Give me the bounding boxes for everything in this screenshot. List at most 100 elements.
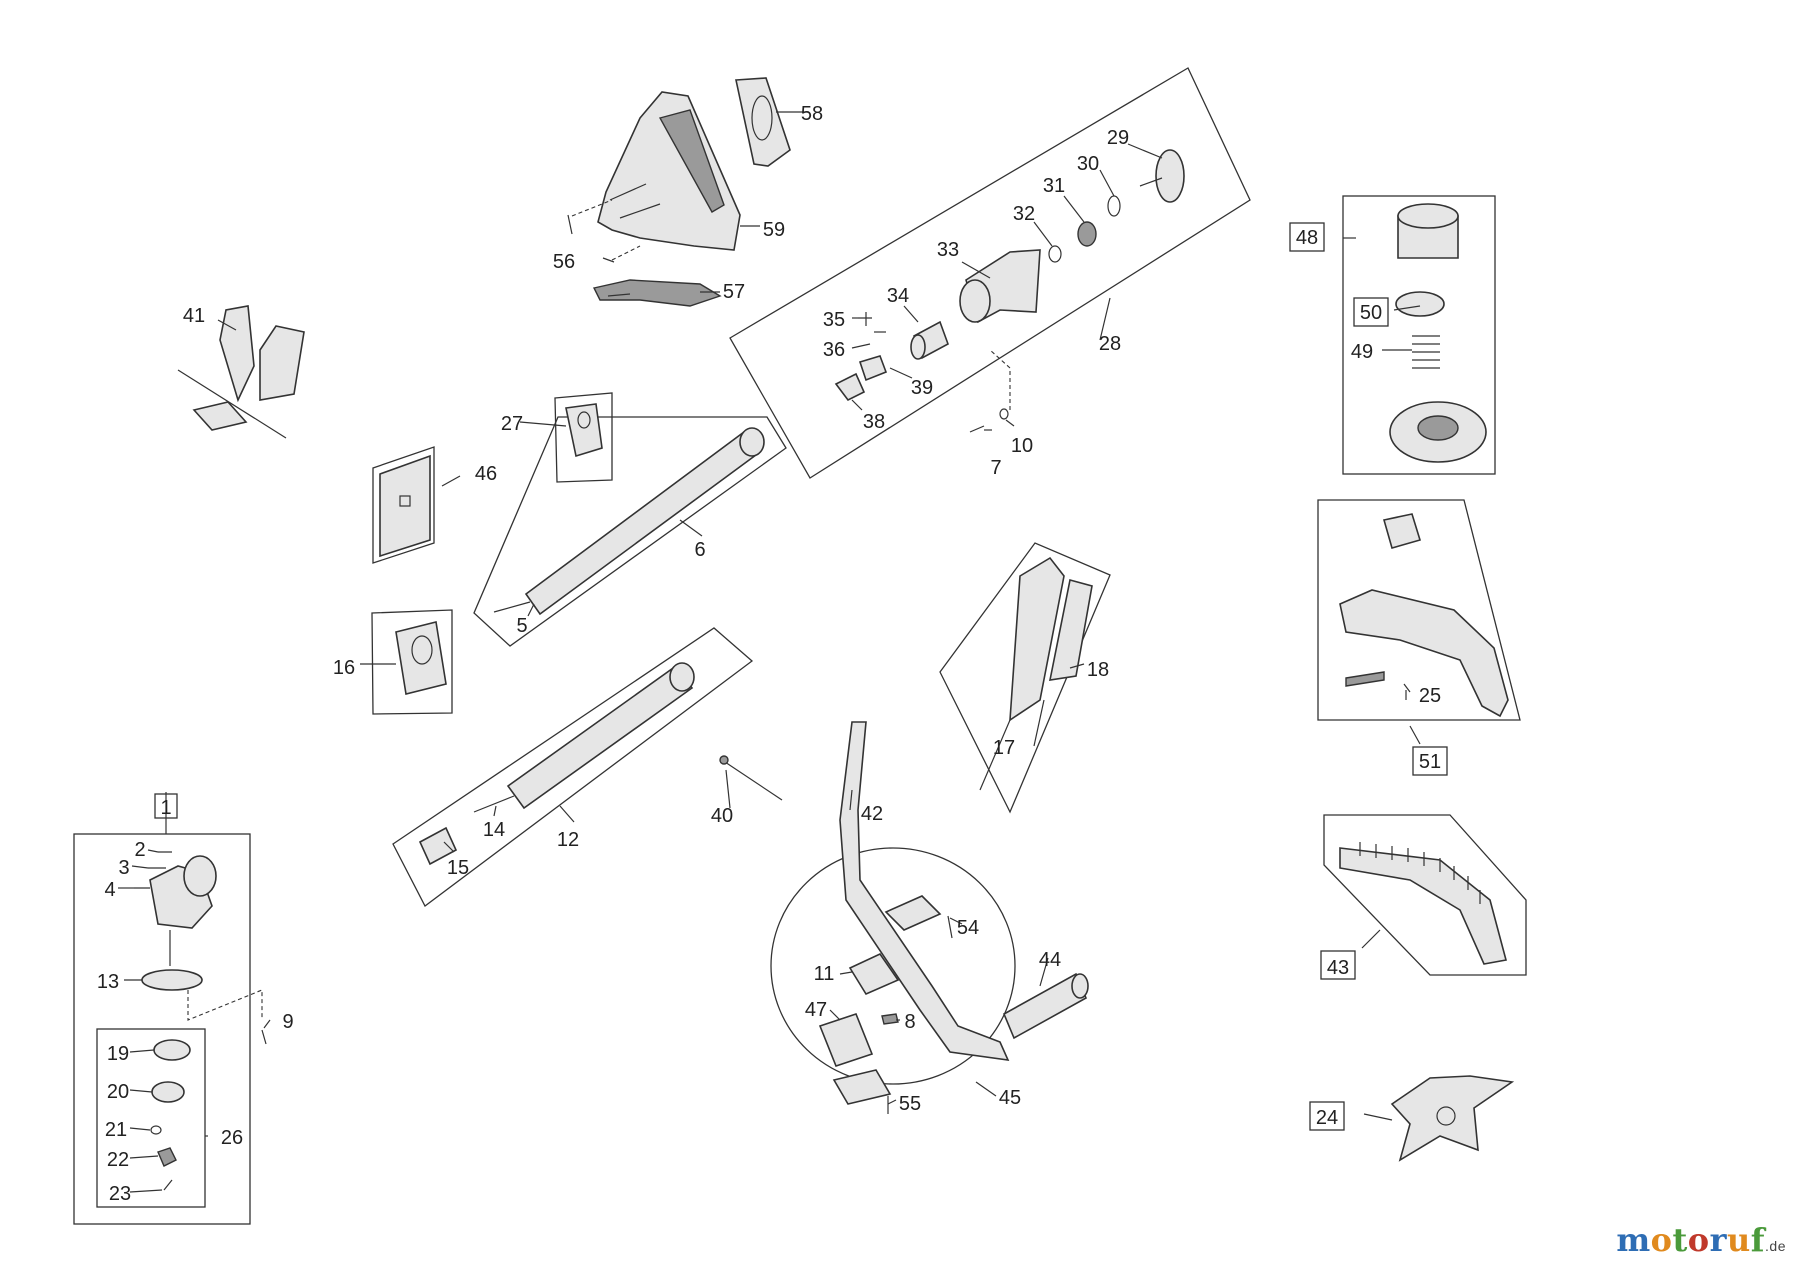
label-39: 39	[911, 377, 933, 399]
label-44: 44	[1039, 949, 1061, 971]
label-47: 47	[805, 999, 827, 1021]
label-21: 21	[105, 1119, 127, 1141]
label-13: 13	[97, 971, 119, 993]
label-9: 9	[282, 1011, 293, 1033]
harness-strap-left	[219, 305, 255, 403]
trimmer-head-group-box	[1342, 195, 1496, 475]
gasket	[735, 77, 791, 167]
upper-shaft-end	[739, 427, 765, 457]
throttle-cable-17	[979, 719, 1011, 791]
harness-pad	[192, 401, 248, 431]
clamp-27-hole	[577, 411, 591, 429]
label-50: 50	[1360, 302, 1382, 324]
shaft-group-box-lower	[392, 627, 754, 907]
label-19: 19	[107, 1043, 129, 1065]
label-27: 27	[501, 413, 523, 435]
cup-20	[151, 1081, 185, 1103]
harness-rod	[177, 369, 287, 439]
watermark-letter: u	[1727, 1221, 1751, 1259]
watermark-suffix: .de	[1765, 1238, 1786, 1254]
three-tooth-blade	[1390, 1075, 1515, 1162]
clamp-27	[565, 403, 603, 458]
guard-plate	[1345, 671, 1385, 687]
bearing-31	[1077, 221, 1097, 247]
label-32: 32	[1013, 203, 1035, 225]
spool-cover-top	[1397, 203, 1459, 229]
throttle-handle	[1009, 556, 1065, 722]
clamp-16-box	[371, 609, 453, 715]
label-26: 26	[221, 1127, 243, 1149]
nut-22	[157, 1147, 177, 1167]
label-14: 14	[483, 819, 505, 841]
label-box-48	[1289, 222, 1325, 252]
engine-group-box	[729, 67, 1251, 479]
label-56: 56	[553, 251, 575, 273]
screw-9-guide	[187, 989, 263, 1021]
guard-extension-teeth	[1359, 842, 1481, 904]
label-28: 28	[1099, 333, 1121, 355]
label-3: 3	[118, 857, 129, 879]
clutch-housing-mouth	[959, 279, 991, 323]
clutch-drum	[1155, 149, 1185, 203]
pin-23	[163, 1179, 173, 1191]
label-16: 16	[333, 657, 355, 679]
cable-tie-head	[719, 755, 729, 765]
label-2: 2	[134, 839, 145, 861]
screws-56	[567, 214, 615, 263]
drive-shaft-5	[493, 601, 531, 613]
gasket-hole	[751, 95, 773, 141]
watermark-letter: m	[1616, 1221, 1651, 1259]
guard-clamp	[1382, 513, 1422, 549]
plate-46-slot	[399, 495, 411, 507]
engine-cover	[597, 91, 741, 251]
label-7: 7	[990, 457, 1001, 479]
label-10: 10	[1011, 435, 1033, 457]
sleeve-47	[818, 1013, 874, 1067]
bracket-half-11	[848, 952, 900, 996]
label-11: 11	[814, 963, 835, 985]
label-41: 41	[183, 305, 205, 327]
label-box-50	[1353, 297, 1389, 327]
clutch-drum-shaft	[1139, 177, 1163, 187]
label-55: 55	[899, 1093, 921, 1115]
clamp-16	[395, 621, 447, 695]
bracket-top-54	[884, 895, 942, 931]
washer-10	[999, 408, 1009, 420]
label-42: 42	[861, 803, 883, 825]
washer-21	[150, 1125, 162, 1135]
label-48: 48	[1296, 227, 1318, 249]
screw-35	[858, 312, 872, 326]
throttle-group-box	[939, 542, 1111, 814]
screws-56-guides	[571, 199, 641, 261]
label-54: 54	[957, 917, 979, 939]
label-29: 29	[1107, 127, 1129, 149]
label-24: 24	[1316, 1107, 1338, 1129]
screw-9	[261, 1029, 267, 1045]
washer-32	[1048, 245, 1062, 263]
plate-46-box	[372, 446, 435, 564]
screw-7-guide	[989, 349, 1011, 410]
harness-strap-right	[259, 325, 305, 401]
label-31: 31	[1043, 175, 1065, 197]
spool-50	[1395, 291, 1445, 317]
guard-extension-box	[1323, 814, 1527, 976]
label-34: 34	[887, 285, 909, 307]
nut-cover-19	[153, 1039, 191, 1061]
spring-49	[1412, 335, 1440, 369]
label-23: 23	[109, 1183, 131, 1205]
watermark-letter: o	[1650, 1221, 1673, 1259]
label-43: 43	[1327, 957, 1349, 979]
gearhead-group-box	[73, 833, 251, 1225]
screw-54	[947, 915, 953, 939]
handle-bracket-ellipse	[770, 847, 1016, 1085]
upper-shaft-tube	[524, 430, 762, 616]
handle-grip-end	[1071, 973, 1089, 999]
label-49: 49	[1351, 341, 1373, 363]
fastener-group-box	[96, 1028, 206, 1208]
motoruf-watermark: motoruf.de	[1616, 1221, 1786, 1259]
label-25: 25	[1419, 685, 1441, 707]
label-30: 30	[1077, 153, 1099, 175]
gearhead-screws	[134, 851, 172, 889]
label-box-43	[1320, 950, 1356, 980]
